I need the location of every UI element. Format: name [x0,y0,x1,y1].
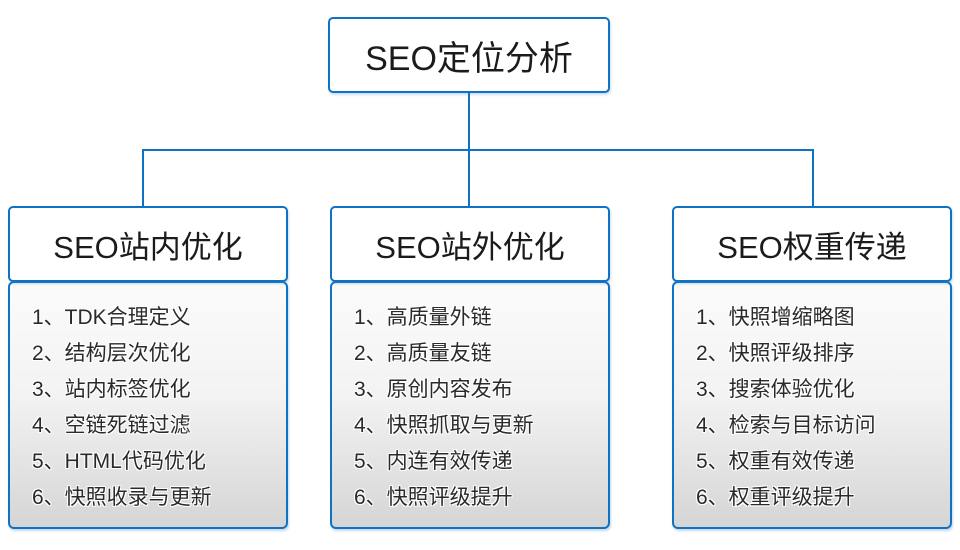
list-item: 4、检索与目标访问 [696,414,876,437]
list-item: 2、高质量友链 [354,342,492,365]
connector-root-stem [468,93,470,151]
branch-list-offsite: 1、高质量外链 2、高质量友链 3、原创内容发布 4、快照抓取与更新 5、内连有… [330,281,610,529]
list-item: 6、快照收录与更新 [32,486,212,509]
list-item: 3、站内标签优化 [32,378,191,401]
root-node-title: SEO定位分析 [365,39,573,78]
list-item: 5、内连有效传递 [354,450,513,473]
list-item: 1、高质量外链 [354,306,492,329]
list-item: 6、快照评级提升 [354,486,513,509]
list-item: 4、快照抓取与更新 [354,414,534,437]
connector-drop-middle [468,149,470,208]
list-item: 5、HTML代码优化 [32,450,206,473]
connector-drop-left [142,149,144,208]
list-item: 3、原创内容发布 [354,378,513,401]
list-item: 1、TDK合理定义 [32,306,191,329]
root-node: SEO定位分析 [328,17,610,93]
branch-header-onsite: SEO站内优化 [8,206,288,282]
branch-title: SEO站内优化 [53,229,243,265]
branch-header-weight: SEO权重传递 [672,206,952,282]
list-item: 5、权重有效传递 [696,450,855,473]
connector-crossbar [142,149,814,151]
list-item: 2、结构层次优化 [32,342,191,365]
list-item: 4、空链死链过滤 [32,414,191,437]
list-item: 1、快照增缩略图 [696,306,855,329]
list-item: 6、权重评级提升 [696,486,855,509]
branch-title: SEO站外优化 [375,229,565,265]
branch-list-weight: 1、快照增缩略图 2、快照评级排序 3、搜索体验优化 4、检索与目标访问 5、权… [672,281,952,529]
branch-title: SEO权重传递 [717,229,907,265]
connector-drop-right [812,149,814,208]
branch-header-offsite: SEO站外优化 [330,206,610,282]
branch-list-onsite: 1、TDK合理定义 2、结构层次优化 3、站内标签优化 4、空链死链过滤 5、H… [8,281,288,529]
list-item: 2、快照评级排序 [696,342,855,365]
list-item: 3、搜索体验优化 [696,378,855,401]
